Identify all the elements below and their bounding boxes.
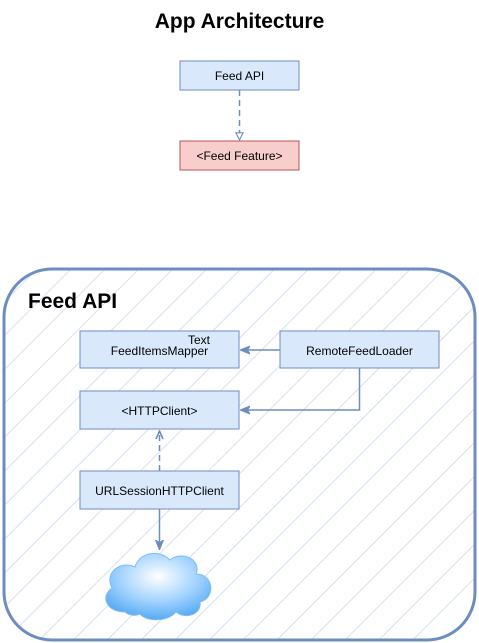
http-client-node: <HTTPClient> <box>79 390 240 430</box>
container-title: Feed API <box>28 290 117 313</box>
cloud-icon <box>105 552 212 621</box>
feed-api-label: Feed API <box>215 69 264 83</box>
feed-feature-node: <Feed Feature> <box>179 140 300 171</box>
feed-items-mapper-node: FeedItemsMapper Text <box>79 330 240 369</box>
feed-api-container: Feed API <box>2 267 477 642</box>
feed-feature-label: <Feed Feature> <box>196 149 282 163</box>
feed-api-node: Feed API <box>179 60 300 91</box>
loader-to-http-client-connector <box>241 368 361 410</box>
url-session-http-client-node: URLSessionHTTPClient <box>79 470 240 510</box>
feed-items-mapper-label: FeedItemsMapper <box>111 344 208 358</box>
http-client-label: <HTTPClient> <box>121 404 197 418</box>
feed-items-mapper-note: Text <box>188 333 211 347</box>
url-session-http-client-label: URLSessionHTTPClient <box>95 484 224 498</box>
remote-feed-loader-label: RemoteFeedLoader <box>306 344 413 358</box>
remote-feed-loader-node: RemoteFeedLoader <box>279 330 440 369</box>
page-title: App Architecture <box>155 10 325 33</box>
